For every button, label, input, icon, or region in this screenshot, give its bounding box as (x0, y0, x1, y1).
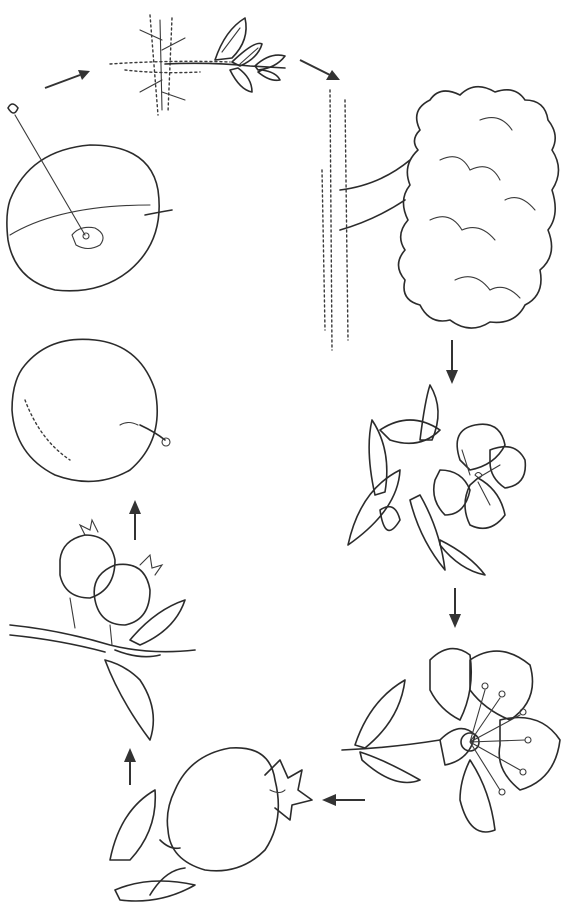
blossom-icon (348, 385, 525, 575)
arrow-seed-to-seedling (45, 70, 90, 88)
cut-apple-icon (7, 104, 172, 291)
arrow-tree-to-blossom (446, 340, 458, 384)
apple-tree-icon (322, 87, 559, 350)
young-fruit-icon (110, 748, 312, 901)
arrow-seedling-to-tree (300, 60, 340, 80)
seedling-icon (110, 15, 285, 115)
arrow-blossom-to-flower (449, 588, 461, 628)
fruit-cluster-icon (10, 520, 195, 740)
arrow-cluster-to-apple (129, 500, 141, 540)
arrow-flower-to-fruit (322, 794, 365, 806)
arrow-fruit-to-cluster (124, 748, 136, 785)
whole-apple-icon (12, 339, 170, 481)
open-flower-icon (342, 649, 560, 832)
